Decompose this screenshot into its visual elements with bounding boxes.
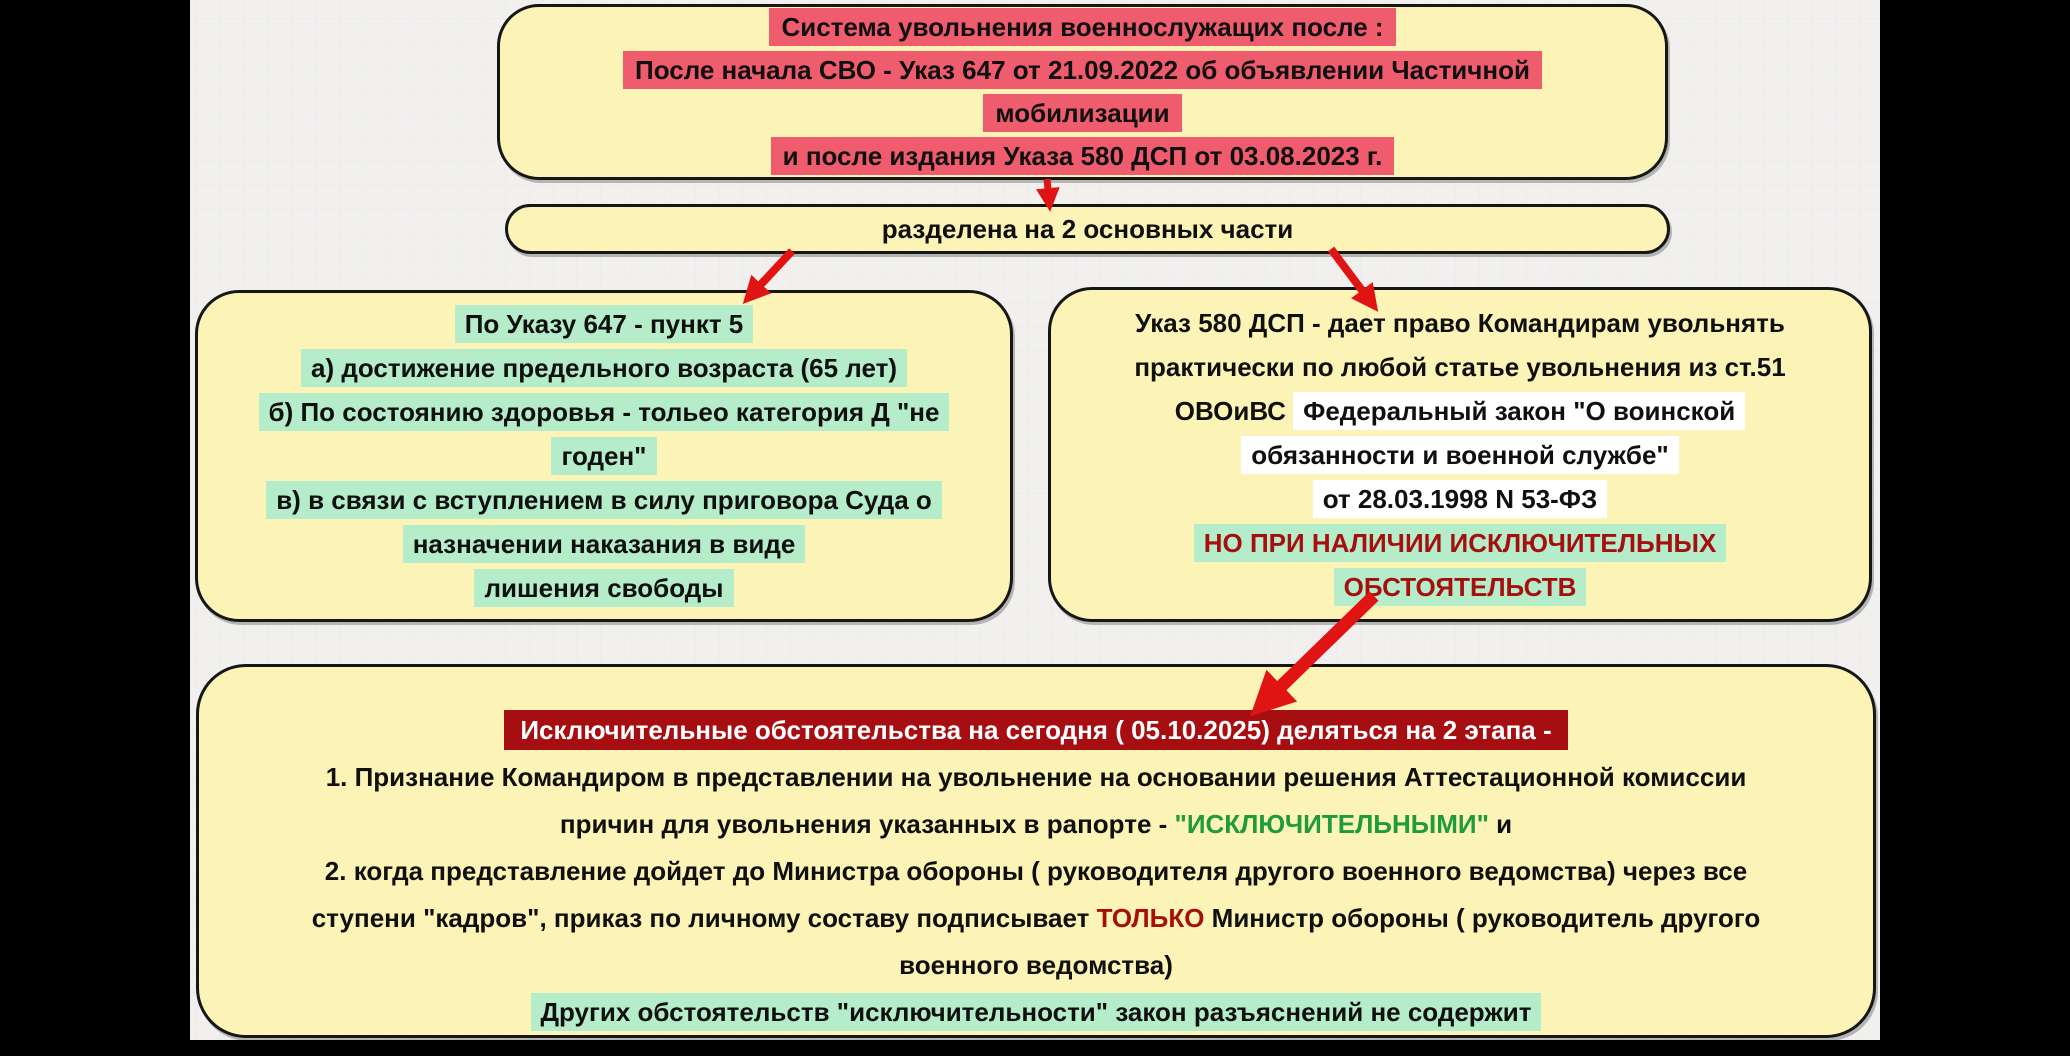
bottom-line: 1. Признание Командиром в представлении … [199,754,1873,801]
left-line: лишения свободы [198,566,1010,610]
left-line-text: назначении наказания в виде [402,525,806,563]
bottom-line-text: ступени "кадров", приказ по личному сост… [311,903,1097,933]
right-warning-line: НО ПРИ НАЛИЧИИ ИСКЛЮЧИТЕЛЬНЫХ [1051,521,1869,565]
title-line-text: После начала СВО - Указ 647 от 21.09.202… [623,51,1542,89]
right-line: обязанности и военной службе" [1051,433,1869,477]
bottom-line: военного ведомства) [199,942,1873,989]
right-line: Указ 580 ДСП - дает право Командирам уво… [1051,301,1869,345]
right-warning-line: ОБСТОЯТЕЛЬСТВ [1051,565,1869,609]
bottom-line-highlight-text: Других обстоятельств "исключительности" … [530,993,1542,1031]
left-branch-box: По Указу 647 - пункт 5 а) достижение пре… [195,290,1013,622]
right-warning-text: ОБСТОЯТЕЛЬСТВ [1333,567,1587,606]
left-line-text: лишения свободы [474,569,734,607]
right-line: ОВОиВС Федеральный закон "О воинской [1051,389,1869,433]
title-line: мобилизации [500,92,1665,135]
left-line-text: б) По состоянию здоровья - тольео катего… [258,393,950,431]
right-line-text: практически по любой статье увольнения и… [1134,351,1786,382]
title-line-text: и после издания Указа 580 ДСП от 03.08.2… [770,137,1395,175]
bottom-header-line: Исключительные обстоятельства на сегодня… [199,707,1873,754]
right-line-text-white: Федеральный закон "О воинской [1293,391,1746,430]
left-line: в) в связи с вступлением в силу приговор… [198,478,1010,522]
title-line: и после издания Указа 580 ДСП от 03.08.2… [500,135,1665,178]
title-line-text: Система увольнения военнослужащих после … [769,8,1396,46]
bottom-line: ступени "кадров", приказ по личному сост… [199,895,1873,942]
right-warning-text: НО ПРИ НАЛИЧИИ ИСКЛЮЧИТЕЛЬНЫХ [1193,523,1727,562]
left-line-text: По Указу 647 - пункт 5 [454,305,754,343]
bottom-line-red-text: ТОЛЬКО [1096,903,1205,933]
bottom-line: Других обстоятельств "исключительности" … [199,989,1873,1036]
bottom-header-text: Исключительные обстоятельства на сегодня… [504,710,1568,750]
bottom-line: причин для увольнения указанных в рапорт… [199,801,1873,848]
right-branch-box: Указ 580 ДСП - дает право Командирам уво… [1048,287,1872,622]
title-line: После начала СВО - Указ 647 от 21.09.202… [500,49,1665,92]
left-line: а) достижение предельного возраста (65 л… [198,346,1010,390]
left-line: назначении наказания в виде [198,522,1010,566]
left-line-text: в) в связи с вступлением в силу приговор… [266,481,942,519]
bottom-line-text: 2. когда представление дойдет до Министр… [324,856,1748,886]
bottom-line-text: причин для увольнения указанных в рапорт… [559,809,1175,839]
right-line-text-white: от 28.03.1998 N 53-ФЗ [1312,479,1608,518]
title-line-text: мобилизации [983,94,1182,132]
left-line-text: а) достижение предельного возраста (65 л… [301,349,907,387]
title-line: Система увольнения военнослужащих после … [500,6,1665,49]
bottom-line-text: Министр обороны ( руководитель другого [1204,903,1761,933]
right-line-text-white: обязанности и военной службе" [1241,435,1679,474]
divider-label: разделена на 2 основных части [881,213,1294,244]
bottom-line-text: 1. Признание Командиром в представлении … [325,762,1747,792]
title-box: Система увольнения военнослужащих после … [497,4,1668,180]
bottom-box: Исключительные обстоятельства на сегодня… [196,664,1876,1038]
right-line-text: Указ 580 ДСП - дает право Командирам уво… [1135,307,1785,338]
left-line-text: годен" [551,437,657,475]
right-line-text: ОВОиВС [1174,395,1294,426]
left-line: б) По состоянию здоровья - тольео катего… [198,390,1010,434]
bottom-line-text: и [1488,809,1513,839]
bottom-line-text: военного ведомства) [899,950,1173,980]
divider-box: разделена на 2 основных части [505,204,1670,254]
right-line: от 28.03.1998 N 53-ФЗ [1051,477,1869,521]
bottom-line-green-text: "ИСКЛЮЧИТЕЛЬНЫМИ" [1174,809,1489,839]
left-line: По Указу 647 - пункт 5 [198,302,1010,346]
right-line: практически по любой статье увольнения и… [1051,345,1869,389]
left-line: годен" [198,434,1010,478]
bottom-line: 2. когда представление дойдет до Министр… [199,848,1873,895]
